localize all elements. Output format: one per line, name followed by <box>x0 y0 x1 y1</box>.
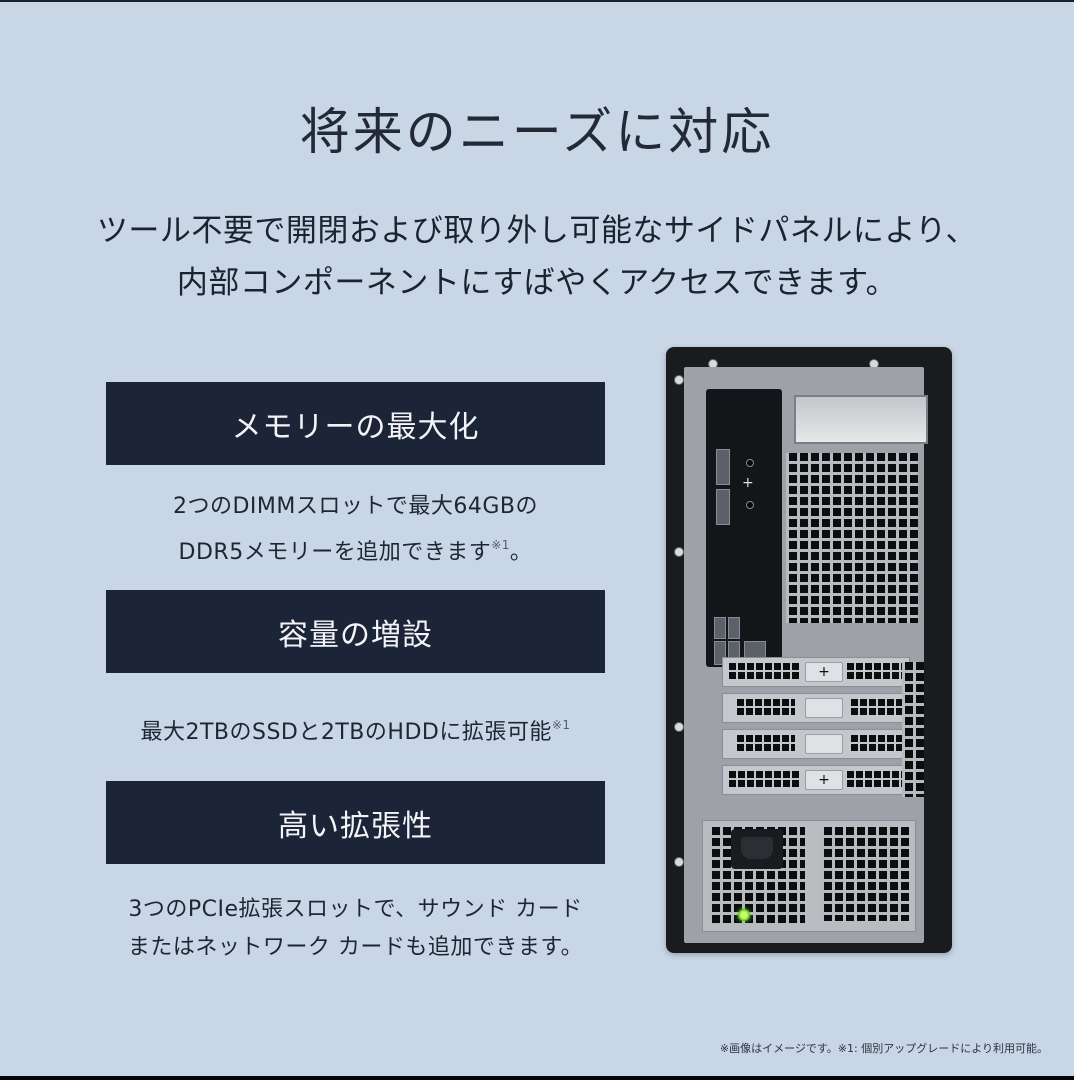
slot-tab: + <box>805 770 843 790</box>
slot-vents <box>735 735 795 753</box>
screw-icon <box>674 857 684 867</box>
feature-desc-expansion: 3つのPCIe拡張スロットで、サウンド カード またはネットワーク カードも追加… <box>106 891 605 967</box>
screw-icon <box>674 375 684 385</box>
feature-desc-line: 3つのPCIe拡張スロットで、サウンド カード <box>128 897 583 922</box>
feature-desc-line: またはネットワーク カードも追加できます。 <box>127 935 584 960</box>
slot-tab: + <box>805 662 843 682</box>
audio-jack-icon <box>746 459 754 467</box>
feature-desc-line: 最大2TBのSSDと2TBのHDDに拡張可能※1 <box>106 706 605 752</box>
pcie-slot-cover: + <box>722 657 910 687</box>
pcie-slot-cover: + <box>722 765 910 795</box>
page-title: 将来のニーズに対応 <box>299 103 775 161</box>
bottom-border <box>0 1076 1074 1080</box>
page-subtitle: ツール不要で開閉および取り外し可能なサイドパネルにより、 内部コンポーネントにす… <box>0 205 1074 309</box>
plus-icon: + <box>742 475 754 491</box>
usb-port-icon <box>714 617 726 639</box>
slot-tab <box>805 698 843 718</box>
power-led-icon <box>738 909 750 921</box>
slot-vents <box>727 771 799 789</box>
slot-vents <box>849 735 905 753</box>
slot-vents <box>849 699 905 717</box>
feature-heading-storage: 容量の増設 <box>106 590 605 673</box>
footnote: ※画像はイメージです。※1: 個別アップグレードにより利用可能。 <box>719 1042 1048 1055</box>
usb-port-icon <box>728 617 740 639</box>
slot-vents <box>735 699 795 717</box>
feature-desc-text: 最大2TBのSSDと2TBのHDDに拡張可能 <box>140 720 552 745</box>
top-border <box>0 0 1074 2</box>
hdmi-port-icon <box>716 489 730 525</box>
slot-vents <box>727 663 799 681</box>
slot-tab <box>805 734 843 754</box>
side-vent-grille <box>902 662 924 797</box>
feature-desc-line: 2つのDIMMスロットで最大64GBの <box>172 494 539 519</box>
fan-grille <box>786 453 918 623</box>
feature-desc-text: DDR5メモリーを追加できます <box>178 540 492 565</box>
psu-vent-grille <box>821 827 909 921</box>
footnote-ref: ※1 <box>491 538 510 552</box>
rear-io-panel: + <box>706 389 782 667</box>
feature-heading-memory: メモリーの最大化 <box>106 382 605 465</box>
feature-desc-line: DDR5メモリーを追加できます※1。 <box>106 526 605 572</box>
feature-desc-memory: 2つのDIMMスロットで最大64GBの DDR5メモリーを追加できます※1。 <box>106 488 605 572</box>
slot-vents <box>845 771 907 789</box>
feature-desc-suffix: 。 <box>509 540 533 565</box>
power-socket-icon <box>731 829 783 869</box>
desktop-tower-rear-image: + + + <box>666 347 952 953</box>
subtitle-line-2: 内部コンポーネントにすばやくアクセスできます。 <box>176 265 898 301</box>
slot-vents <box>845 663 907 681</box>
feature-heading-label: 容量の増設 <box>278 617 433 653</box>
feature-heading-expansion: 高い拡張性 <box>106 781 605 864</box>
feature-desc-storage: 最大2TBのSSDと2TBのHDDに拡張可能※1 <box>106 706 605 752</box>
subtitle-line-1: ツール不要で開閉および取り外し可能なサイドパネルにより、 <box>96 213 978 249</box>
footnote-ref: ※1 <box>551 718 571 732</box>
feature-heading-label: 高い拡張性 <box>278 808 433 844</box>
feature-heading-label: メモリーの最大化 <box>231 409 480 445</box>
pcie-slot-cover <box>722 729 910 759</box>
pcie-slot-cover <box>722 693 910 723</box>
displayport-icon <box>716 449 730 485</box>
screw-icon <box>674 722 684 732</box>
carry-handle <box>794 395 928 444</box>
power-supply-unit <box>702 820 916 932</box>
screw-icon <box>674 547 684 557</box>
audio-jack-icon <box>746 501 754 509</box>
